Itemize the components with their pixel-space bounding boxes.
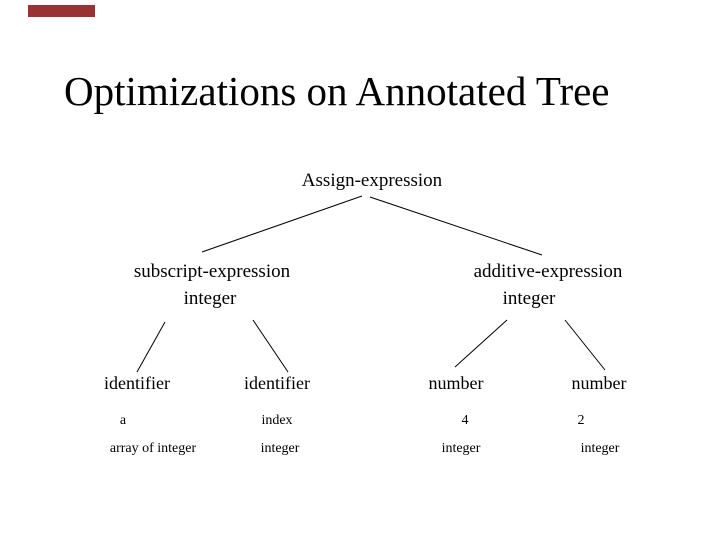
node-subscript-expression-annotation: integer	[183, 288, 237, 309]
tree-edge-root-to-additive	[369, 196, 543, 256]
leaf-number-2-value: 2	[577, 413, 585, 428]
leaf-number-4-label: number	[428, 373, 484, 393]
tree-edge-root-to-subscript	[201, 195, 363, 253]
leaf-identifier-a-annotation: array of integer	[109, 441, 197, 456]
tree-edge-subscript-to-identifier-index	[252, 319, 289, 373]
leaf-identifier-a-label: identifier	[104, 373, 170, 393]
leaf-identifier-index-annotation: integer	[260, 441, 300, 456]
tree-edge-subscript-to-identifier-a	[136, 321, 166, 373]
accent-bar	[28, 5, 95, 17]
slide-title: Optimizations on Annotated Tree	[64, 68, 610, 114]
leaf-identifier-index-value: index	[261, 413, 293, 428]
leaf-number-2-label: number	[571, 373, 627, 393]
node-assign-expression: Assign-expression	[301, 170, 443, 191]
tree-edge-additive-to-number-2	[564, 319, 606, 371]
leaf-number-4-value: 4	[461, 413, 469, 428]
tree-edge-additive-to-number-4	[454, 319, 508, 368]
leaf-identifier-a-value: a	[119, 413, 127, 428]
leaf-number-2-annotation: integer	[580, 441, 620, 456]
node-subscript-expression-label: subscript-expression	[133, 261, 291, 282]
node-additive-expression-annotation: integer	[502, 288, 556, 309]
node-additive-expression-label: additive-expression	[473, 261, 623, 282]
leaf-identifier-index-label: identifier	[244, 373, 310, 393]
leaf-number-4-annotation: integer	[441, 441, 481, 456]
